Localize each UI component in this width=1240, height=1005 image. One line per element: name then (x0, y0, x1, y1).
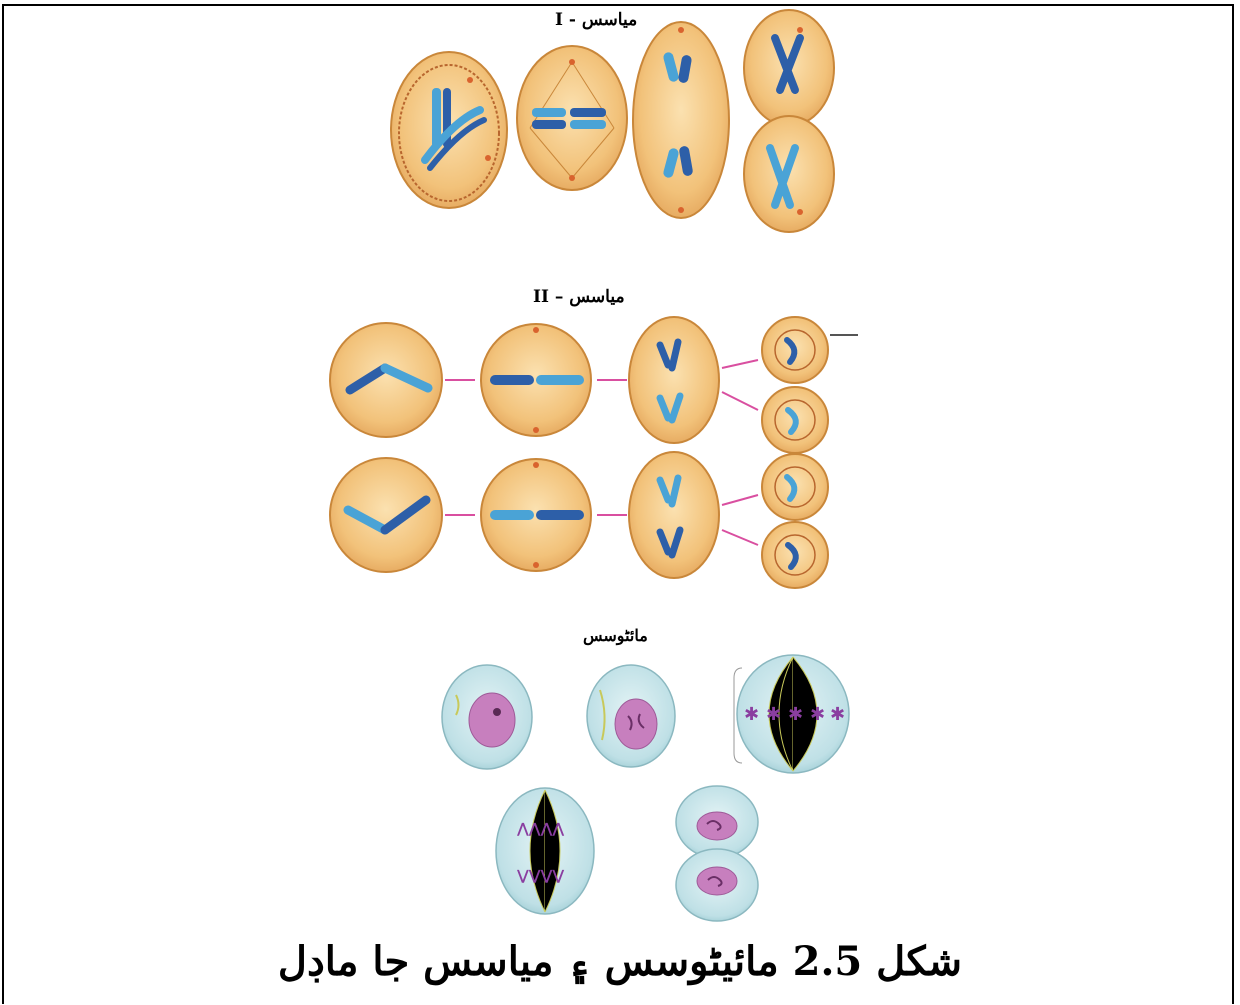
meiosis-one-anaphase-cell (633, 22, 729, 218)
mitosis-metaphase-cell: ✱ ✱ ✱ ✱ ✱ (734, 655, 849, 773)
mitosis-interphase-cell (442, 665, 532, 769)
figure-caption: شکل 2.5 مائیٹوسس ۽ میاسس جا ماڊل (0, 938, 1240, 998)
meiosis-one-telophase-cell (744, 10, 834, 232)
meiosis-two-grid (330, 317, 858, 588)
svg-text:✱: ✱ (810, 704, 825, 725)
meiosis-two-cell-a2 (481, 324, 591, 436)
mitosis-anaphase-cell: ⋀⋀⋀⋀ ⋁⋁⋁⋁ (496, 788, 594, 914)
meiosis-two-cell-a1 (330, 323, 442, 437)
meiosis-two-cell-b2 (481, 459, 591, 571)
meiosis-one-row (391, 10, 834, 232)
mitosis-prophase-cell (587, 665, 675, 767)
mitosis-stages: ✱ ✱ ✱ ✱ ✱ ⋀⋀⋀⋀ ⋁⋁⋁⋁ (442, 655, 849, 921)
meiosis-one-metaphase-cell (517, 46, 627, 190)
meiosis-two-cell-b1 (330, 458, 442, 572)
svg-text:✱: ✱ (744, 704, 759, 725)
svg-text:⋀⋀⋀⋀: ⋀⋀⋀⋀ (517, 821, 564, 837)
svg-text:✱: ✱ (788, 704, 803, 725)
meiosis-two-cell-b3 (629, 452, 719, 578)
meiosis-one-prophase-cell (391, 52, 507, 208)
mitosis-telophase-cell (676, 786, 758, 921)
meiosis-two-cell-a4 (762, 317, 828, 453)
meiosis-two-cell-a3 (629, 317, 719, 443)
svg-text:✱: ✱ (766, 704, 781, 725)
meiosis-two-cell-b4 (762, 454, 828, 588)
svg-text:✱: ✱ (830, 704, 845, 725)
svg-text:⋁⋁⋁⋁: ⋁⋁⋁⋁ (517, 868, 564, 884)
